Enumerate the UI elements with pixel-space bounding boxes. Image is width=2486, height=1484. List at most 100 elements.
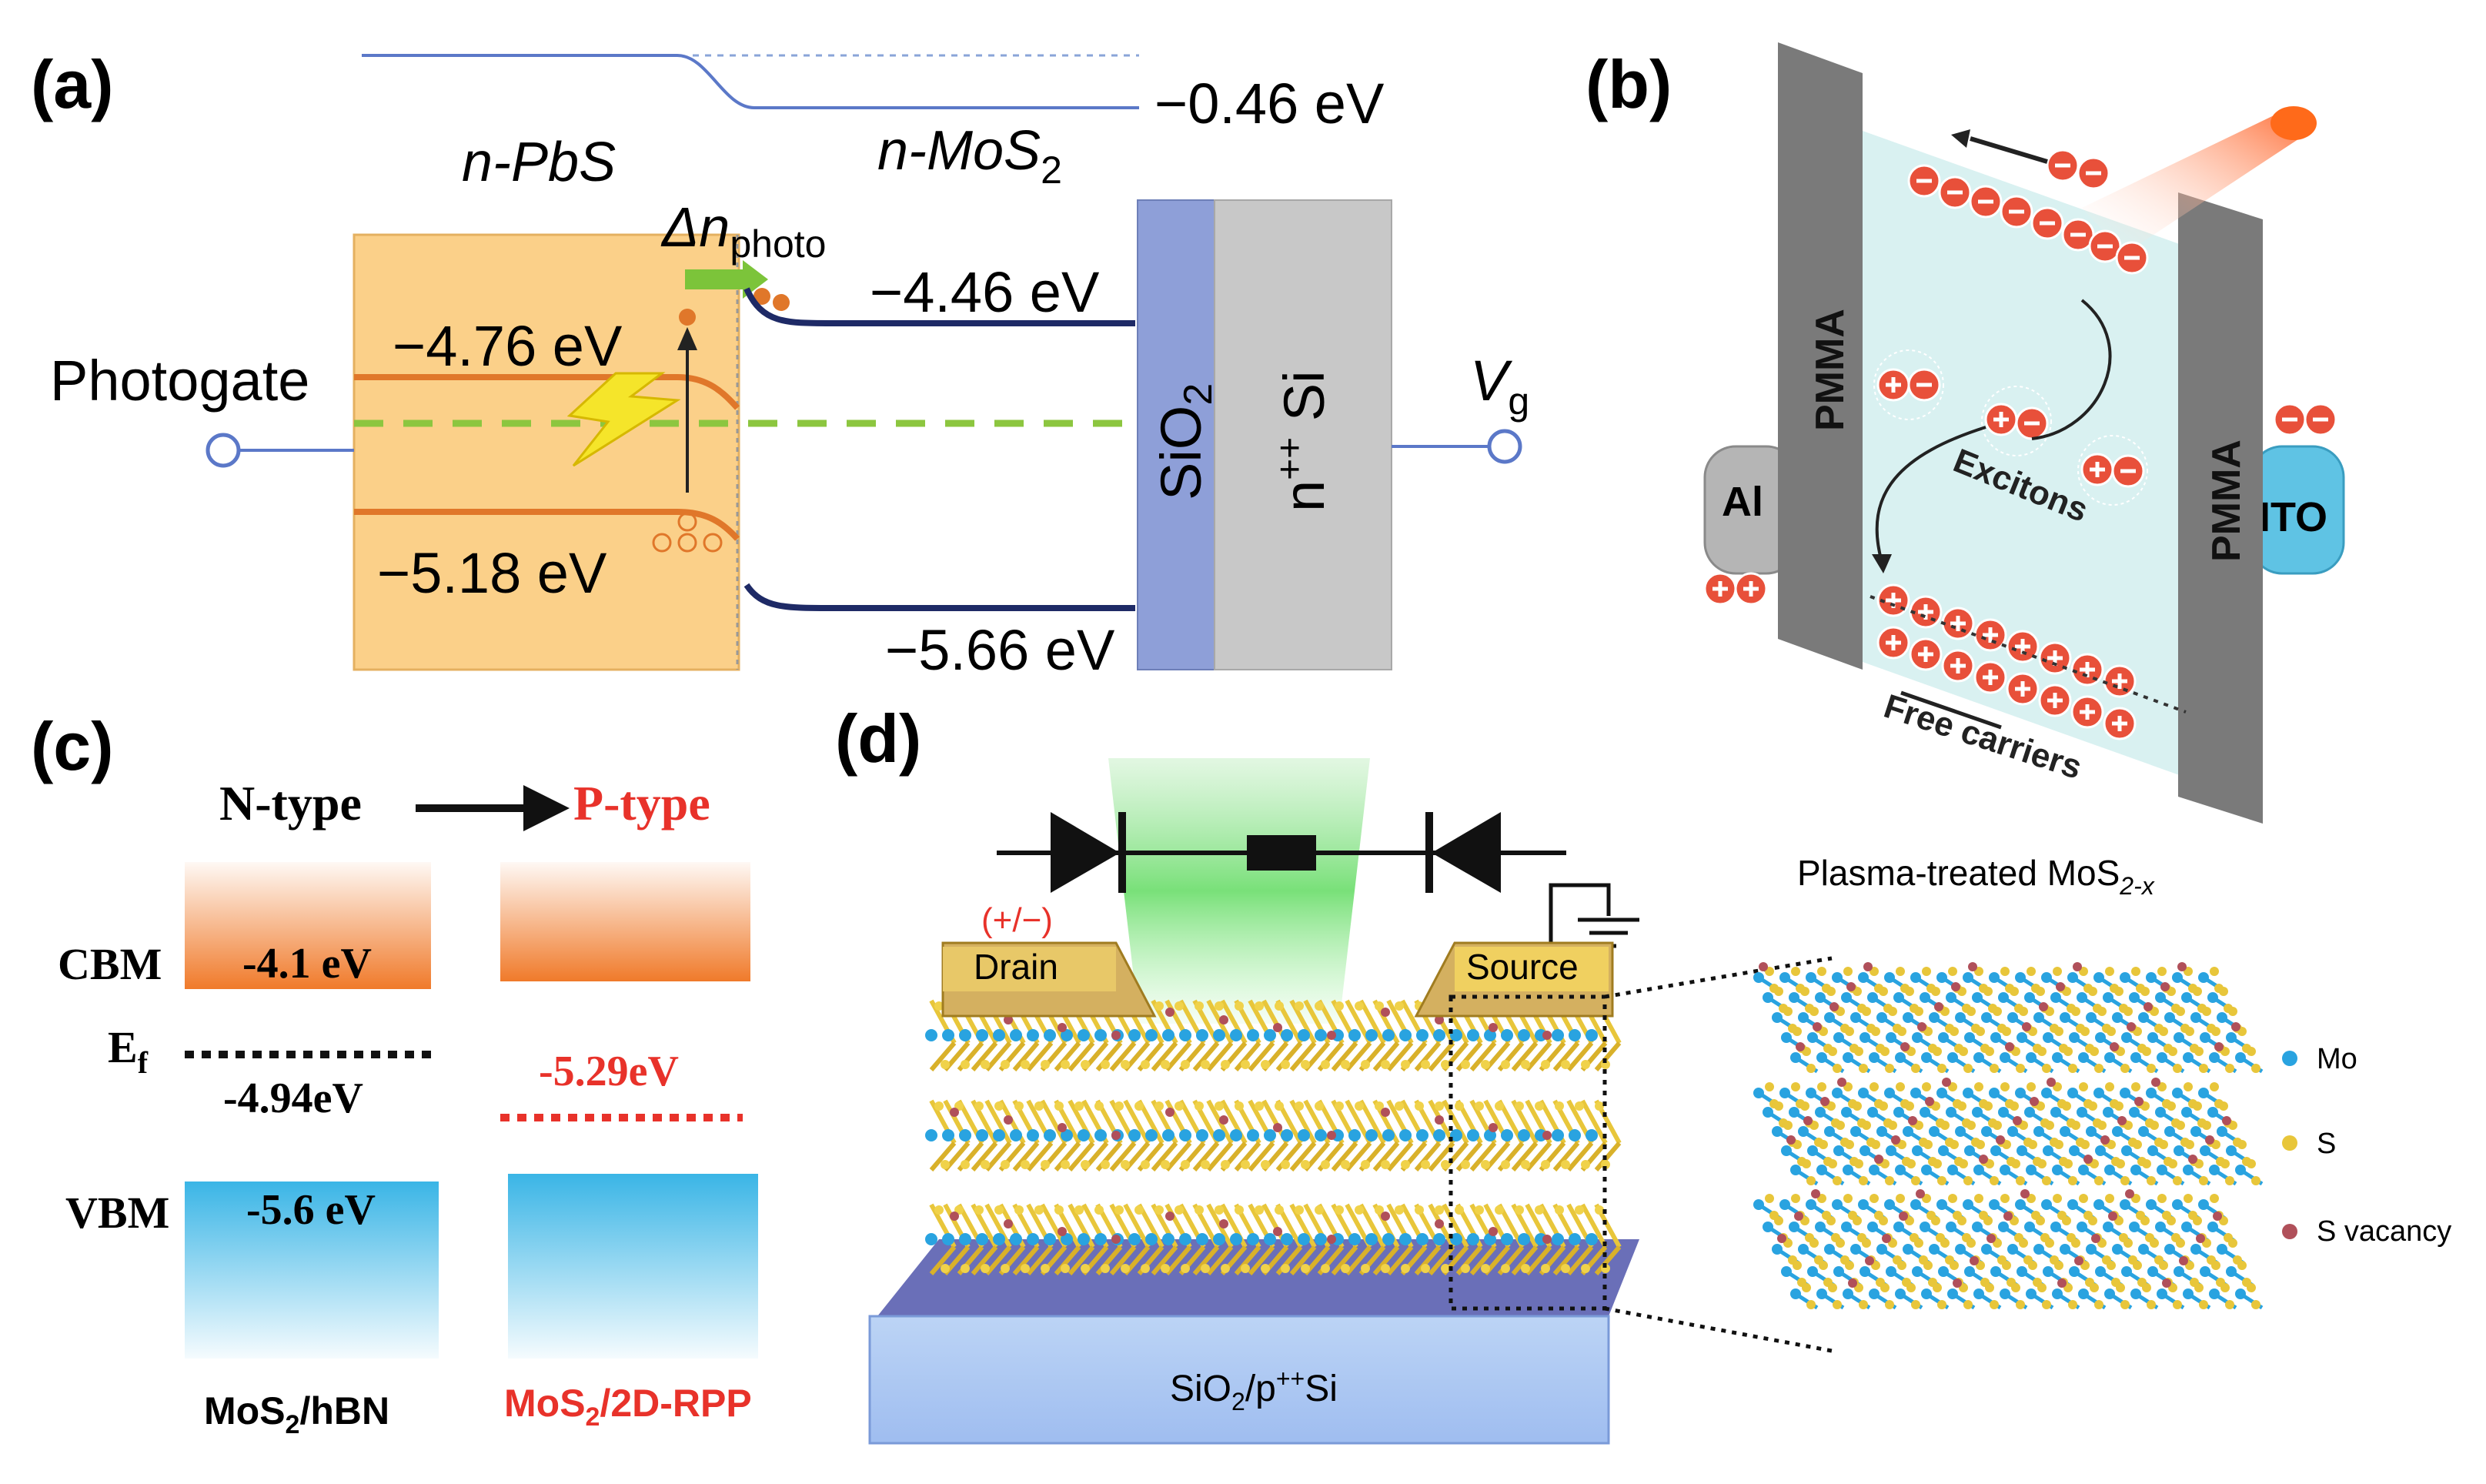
photogate-label: Photogate xyxy=(50,349,309,413)
legend-s-vacancy-label: S vacancy xyxy=(2317,1215,2451,1248)
n-cbm-energy: -4.1 eV xyxy=(242,940,372,988)
electron-carrier xyxy=(2000,195,2033,229)
legend-s-label: S xyxy=(2317,1128,2336,1160)
legend-s-vacancy-icon xyxy=(2282,1224,2297,1239)
delta-n-photo-label: Δnphoto xyxy=(660,197,826,266)
pbs-cb-energy: −4.76 eV xyxy=(393,314,623,378)
photogate-terminal-icon[interactable] xyxy=(205,433,241,468)
n-material-label: MoS2/hBN xyxy=(204,1389,389,1439)
mos2-cb-energy: −4.46 eV xyxy=(870,260,1100,324)
vbm-label: VBM xyxy=(65,1188,169,1238)
pmma-left-layer xyxy=(1778,42,1863,670)
ito-label: ITO xyxy=(2259,494,2327,540)
mos2-layer xyxy=(925,1203,1622,1275)
free-hole-carrier xyxy=(1909,637,1943,671)
panel-d: (d) (+/−) SiO2/p++Si Drain Source xyxy=(835,700,2451,1445)
light-beam xyxy=(2082,108,2305,254)
free-carrier-arrow xyxy=(1900,690,2002,730)
n-vbm-band xyxy=(185,1182,439,1359)
substrate-block xyxy=(868,1315,1610,1445)
panel-d-label: (d) xyxy=(835,700,921,777)
excitation-arrowhead-icon xyxy=(677,327,697,350)
free-hole-carrier xyxy=(2070,653,2104,687)
panel-b-carriers xyxy=(1703,149,2337,740)
ntype-label: N-type xyxy=(219,776,362,831)
pbs-valence-band xyxy=(354,509,740,541)
right-diode-icon xyxy=(1432,812,1501,893)
electron-carrier xyxy=(2115,241,2149,275)
lightning-icon xyxy=(566,372,681,467)
ptype-label: P-type xyxy=(573,776,710,831)
excited-electron xyxy=(679,309,696,326)
exciton-ring xyxy=(2077,435,2148,506)
pmma-right-layer xyxy=(2178,192,2263,824)
exciton-dissociation-arrowhead-icon xyxy=(1872,554,1892,573)
cbm-label: CBM xyxy=(58,939,162,989)
pmma-right-label: PMMA xyxy=(2204,440,2249,562)
exciton-dissociation-arrow xyxy=(1875,426,1986,563)
legend-mo-label: Mo xyxy=(2317,1043,2357,1075)
mos2-valence-band xyxy=(743,583,1135,611)
panel-a-label: (a) xyxy=(31,46,114,122)
light-source-icon xyxy=(2270,106,2317,140)
free-hole-carrier xyxy=(1973,618,2007,652)
plasma-title: Plasma-treated MoS2-x xyxy=(1797,853,2155,900)
source-electrode-top xyxy=(1455,947,1609,991)
mos2-layer xyxy=(925,1099,1622,1171)
n-ef-energy: -4.94eV xyxy=(223,1075,363,1122)
electron-carrier xyxy=(2030,206,2064,240)
pbs-conduction-band xyxy=(354,374,740,410)
vacuum-level-line xyxy=(362,54,1139,109)
electron-carrier xyxy=(1938,175,1972,209)
al-label: Al xyxy=(1722,479,1763,525)
transferred-electron-1 xyxy=(753,288,770,305)
mos2-vb-energy: −5.66 eV xyxy=(885,618,1115,682)
si-layer xyxy=(1214,199,1392,670)
vg-label: Vg xyxy=(1470,349,1529,423)
electron-carrier xyxy=(2077,156,2110,190)
atom-legend: Mo S S vacancy xyxy=(2282,1043,2451,1248)
gate-terminal-icon[interactable] xyxy=(1487,429,1522,464)
electron-drift-arrowhead-icon xyxy=(1951,129,1970,148)
source-label: Source xyxy=(1466,947,1579,987)
ito-electron-carrier xyxy=(2304,403,2337,436)
p-material-label: MoS2/2D-RPP xyxy=(504,1382,752,1432)
crystal-layer xyxy=(1753,962,2264,1074)
exciton-drift-arrow xyxy=(2031,299,2112,440)
ground-wire xyxy=(1549,883,1611,954)
crystal-layer xyxy=(1753,1189,2264,1310)
electron-carrier xyxy=(1907,164,1941,198)
free-hole-carrier xyxy=(2038,684,2072,717)
legend-s-icon xyxy=(2282,1135,2297,1151)
ito-electron-carrier xyxy=(2273,403,2307,436)
transferred-electron-2 xyxy=(773,294,790,311)
free-hole-carrier xyxy=(2070,695,2104,729)
electron-carrier xyxy=(2046,149,2080,182)
p-ef-energy: -5.29eV xyxy=(539,1048,679,1095)
type-transition-arrowhead-icon xyxy=(523,785,570,831)
sio2-layer xyxy=(1137,199,1215,670)
panel-c: (c) N-type P-type CBM Ef VBM -4.1 eV -4.… xyxy=(31,708,758,1439)
resistor-icon xyxy=(1247,835,1316,871)
free-hole-carrier xyxy=(2006,630,2040,663)
hole-4 xyxy=(677,512,697,532)
electron-carrier xyxy=(1969,185,2003,219)
p-cbm-band xyxy=(500,862,750,981)
free-hole-carrier xyxy=(1941,649,1975,683)
hole-3 xyxy=(703,533,723,553)
free-hole-carrier xyxy=(2103,707,2137,740)
al-hole-carrier xyxy=(1734,572,1768,606)
pbs-region xyxy=(353,233,740,671)
exciton-carrier xyxy=(1907,368,1941,402)
pbs-vb-energy: −5.18 eV xyxy=(377,541,607,605)
free-hole-carrier xyxy=(1973,660,2007,694)
exciton-carrier xyxy=(1876,368,1910,402)
vacuum-energy-label: −0.46 eV xyxy=(1154,72,1385,135)
free-hole-carrier xyxy=(1876,626,1910,660)
ef-label: Ef xyxy=(108,1022,149,1080)
p-vbm-band xyxy=(508,1174,758,1359)
panel-b: (b) Al ITO PMMA PMMA Excitons Free carri… xyxy=(1585,42,2345,824)
free-hole-carrier xyxy=(1941,607,1975,640)
n-cbm-band xyxy=(185,862,431,989)
